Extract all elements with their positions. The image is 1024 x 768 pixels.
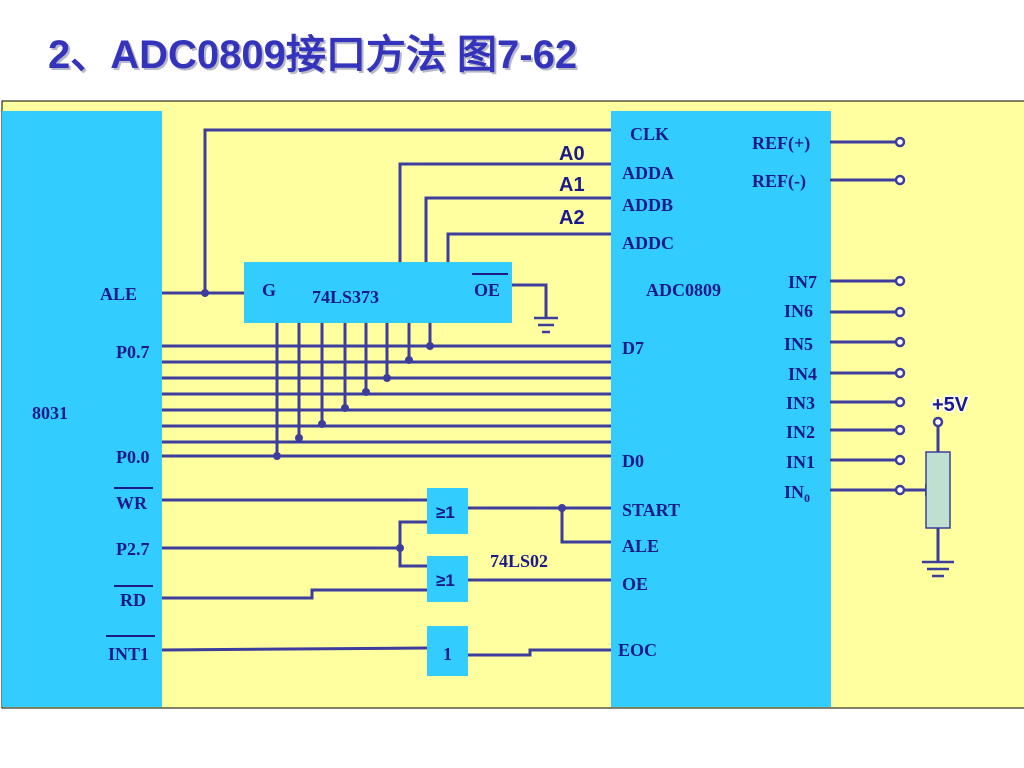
latch-g-label: G	[262, 280, 276, 300]
address-a0-label: A0	[559, 143, 585, 165]
adc-in0-subscript: 0	[804, 491, 810, 505]
adc-pin-adda-label: ADDA	[622, 163, 674, 183]
inverter-gate	[427, 626, 468, 676]
adc-pin-d0-label: D0	[622, 451, 644, 471]
adc-ref-plus-label: REF(+)	[752, 133, 810, 154]
adc-ref-minus-label: REF(-)	[752, 171, 806, 192]
address-a2-label: A2	[559, 207, 585, 229]
adc-in2-label: IN2	[786, 422, 815, 442]
adc-pin-addc-label: ADDC	[622, 233, 674, 253]
adc-pin-addb-label: ADDB	[622, 195, 673, 215]
adc-pin-eoc-label: EOC	[618, 640, 657, 660]
latch-name-label: 74LS373	[312, 287, 379, 307]
adc-name-label: ADC0809	[646, 280, 721, 300]
terminal-circles	[894, 136, 944, 496]
adc-in4-label: IN4	[788, 364, 817, 384]
pin-rd-label: RD	[120, 590, 146, 610]
pin-wr-label: WR	[116, 493, 148, 513]
nor-gate-part-label: 74LS02	[490, 551, 548, 571]
ground-icon	[922, 560, 954, 578]
chip-8031	[2, 111, 162, 707]
wires	[161, 128, 940, 657]
adc-in5-label: IN5	[784, 334, 813, 354]
adc-pin-d7-label: D7	[622, 338, 644, 358]
supply-label: +5V	[932, 394, 969, 416]
adc-in6-label: IN6	[784, 301, 813, 321]
potentiometer	[925, 451, 951, 529]
chip-8031-label: 8031	[32, 403, 68, 423]
adc-in0-base: IN	[784, 482, 804, 502]
chip-74ls373	[244, 262, 512, 323]
diagram-background	[1, 100, 1024, 709]
inverter-symbol: 1	[443, 644, 452, 664]
adc-in1-label: IN1	[786, 452, 815, 472]
adc-in0-label: IN0	[784, 482, 810, 505]
adc-in7-label: IN7	[788, 272, 817, 292]
pin-int1-label: INT1	[108, 644, 149, 664]
address-a1-label: A1	[559, 174, 585, 196]
nor-gate-wr	[427, 488, 468, 534]
adc-in3-label: IN3	[786, 393, 815, 413]
chip-adc0809	[611, 111, 831, 707]
overbars	[106, 273, 508, 637]
adc-pin-oe-label: OE	[622, 574, 648, 594]
page-title: 2、ADC0809接口方法 图7-62	[48, 33, 578, 77]
junction-dots	[201, 289, 566, 552]
nor-gate-rd	[427, 556, 468, 602]
pin-ale-label: ALE	[100, 284, 137, 304]
pin-p07-label: P0.7	[116, 342, 150, 362]
pin-p27-label: P2.7	[116, 539, 150, 559]
adc-pin-start-label: START	[622, 500, 680, 520]
nor-gate-rd-symbol: ≥1	[436, 571, 455, 590]
adc-pin-clk-label: CLK	[630, 124, 669, 144]
latch-oe-label: OE	[474, 280, 500, 300]
nor-gate-wr-symbol: ≥1	[436, 503, 455, 522]
adc-pin-ale-label: ALE	[622, 536, 659, 556]
pin-p00-label: P0.0	[116, 447, 150, 467]
ground-icon	[534, 316, 558, 334]
